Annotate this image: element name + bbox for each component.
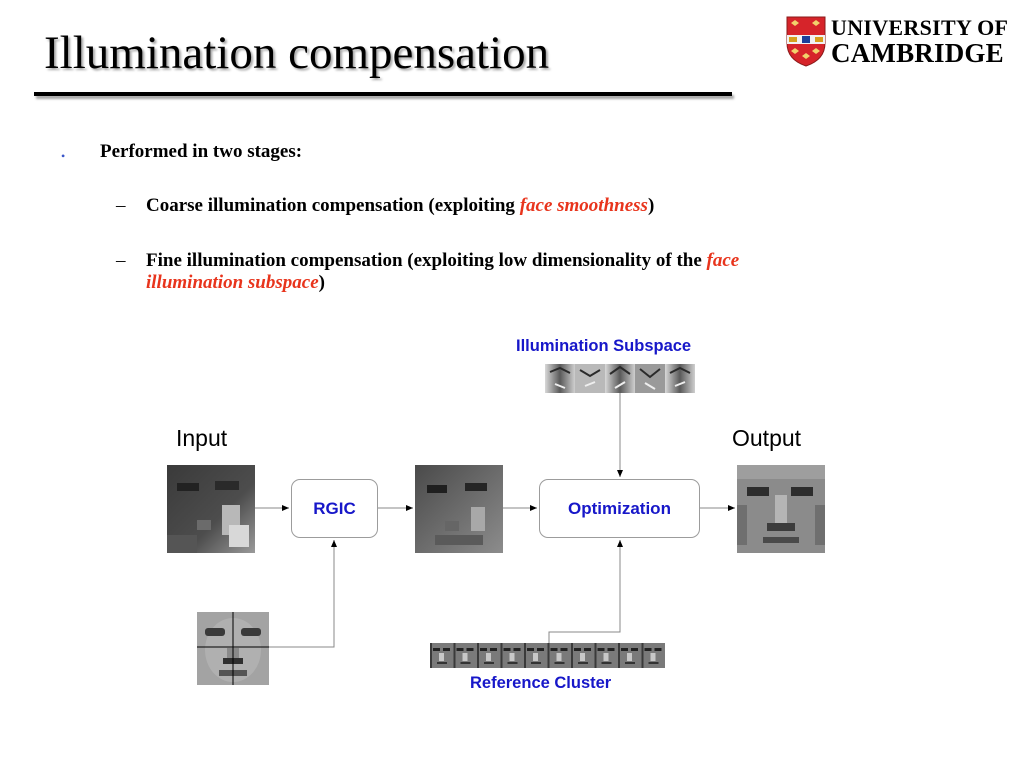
sub-bullet-dash-1: – (116, 195, 126, 216)
sub-bullet-2-end: ) (318, 272, 325, 293)
sub-bullet-2-highlight-1: face (706, 250, 740, 271)
optimization-label: Optimization (568, 498, 671, 518)
reference-cluster-image (430, 643, 665, 668)
input-label: Input (176, 425, 228, 451)
sub-bullet-dash-2: – (116, 250, 126, 271)
logo-line-1: UNIVERSITY OF (831, 15, 1009, 40)
sub-bullet-1-end: ) (647, 195, 655, 216)
rgic-label: RGIC (313, 498, 356, 518)
arrow-reference-to-optimization (548, 540, 623, 643)
input-face-image (167, 465, 255, 553)
bullet-dot-icon: • (61, 149, 66, 163)
bullet-main: Performed in two stages: (100, 141, 303, 162)
sub-bullet-1-text: Coarse illumination compensation (exploi… (146, 195, 520, 216)
arrow-meanface-to-rgic (269, 540, 337, 648)
intermediate-face-image (415, 465, 503, 553)
logo-line-2: CAMBRIDGE (831, 38, 1004, 69)
university-logo: UNIVERSITY OF CAMBRIDGE (785, 15, 1015, 69)
sub-bullet-1-highlight: face smoothness (519, 195, 648, 216)
title-underline (34, 92, 732, 96)
illumination-subspace-label: Illumination Subspace (516, 337, 692, 355)
output-label: Output (732, 425, 802, 451)
illumination-subspace-image (545, 364, 695, 393)
output-face-image (737, 465, 825, 553)
university-crest-icon (786, 16, 826, 67)
sub-bullet-2-line-2: illumination subspace) (146, 272, 325, 294)
sub-bullet-2-highlight-2: illumination subspace (146, 272, 319, 293)
sub-bullet-2-line-1: Fine illumination compensation (exploiti… (146, 250, 739, 272)
reference-cluster-label: Reference Cluster (470, 674, 612, 692)
rgic-box: RGIC (291, 479, 378, 538)
page-title: Illumination compensation (44, 27, 550, 79)
optimization-box: Optimization (539, 479, 700, 538)
sub-bullet-1: Coarse illumination compensation (exploi… (146, 195, 654, 217)
sub-bullet-2-text: Fine illumination compensation (exploiti… (146, 250, 707, 271)
mean-face-image (197, 612, 269, 685)
